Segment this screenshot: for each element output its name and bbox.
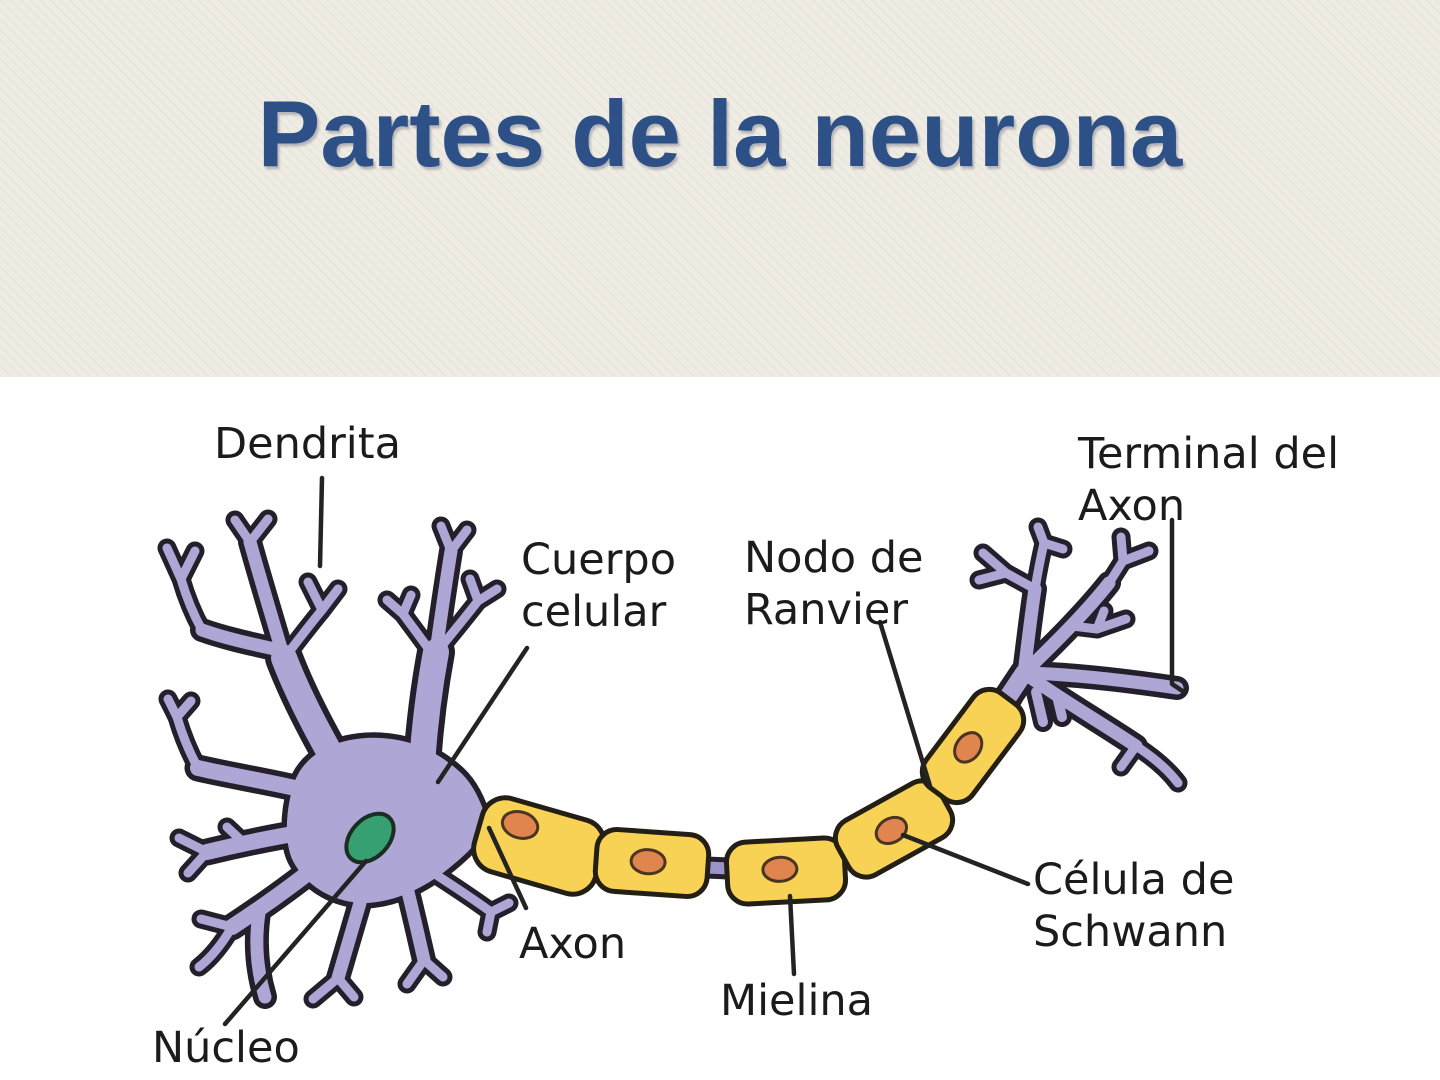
- label-nucleo: Núcleo: [152, 1023, 300, 1073]
- title-band: [0, 0, 1440, 377]
- label-cuerpo-celular: Cuerpo celular: [521, 535, 677, 637]
- pointer-cuerpo-celular: [435, 645, 530, 785]
- pointer-lines: [222, 475, 1187, 1027]
- label-nodo-ranvier: Nodo de Ranvier: [744, 533, 924, 635]
- myelin-segment-5: [919, 686, 1027, 806]
- cell-nucleus: [344, 811, 396, 865]
- label-axon: Axon: [519, 919, 627, 969]
- myelin-segment-1: [471, 795, 607, 897]
- label-celula-schwann: Célula de Schwann: [1033, 855, 1235, 957]
- pointer-celula-schwann: [900, 832, 1031, 887]
- myelin-segment-3: [723, 835, 849, 907]
- label-dendrita: Dendrita: [214, 419, 401, 469]
- label-terminal-axon: Terminal del Axon: [1078, 429, 1340, 531]
- slide-title: Partes de la neurona: [257, 81, 1183, 186]
- label-mielina: Mielina: [720, 976, 873, 1026]
- pointer-dendrita: [317, 475, 325, 569]
- pointer-axon: [486, 825, 529, 911]
- pointer-terminal-axon: [1169, 517, 1187, 695]
- pointer-nucleo: [222, 858, 369, 1027]
- pointer-nodo-ranvier: [877, 619, 933, 789]
- pointer-mielina: [787, 893, 797, 977]
- myelin-segment-2: [592, 827, 712, 899]
